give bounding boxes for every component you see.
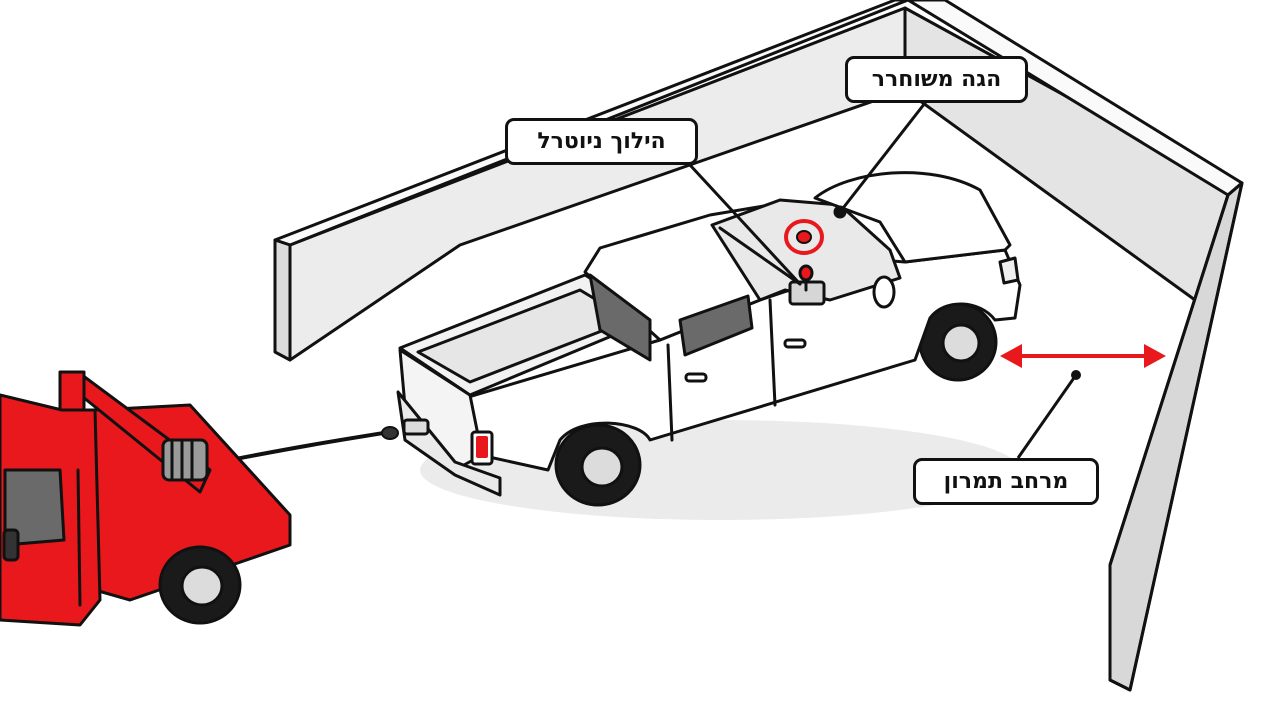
cable-hook bbox=[381, 426, 399, 440]
pickup-hood bbox=[813, 171, 1012, 264]
arrow-head-right bbox=[1144, 344, 1166, 368]
leader-lines bbox=[688, 101, 927, 286]
tow-cab-door bbox=[76, 468, 82, 607]
tow-mirror bbox=[2, 528, 20, 562]
pickup-door-handle-2 bbox=[684, 372, 708, 383]
steering-callout: הגה משוחרר bbox=[845, 56, 1028, 103]
pickup-front-hub bbox=[941, 323, 981, 363]
pickup-bumper bbox=[396, 390, 502, 497]
pickup-interior bbox=[710, 198, 902, 302]
pickup-side-window bbox=[588, 273, 652, 362]
garage-walls bbox=[273, 0, 1244, 692]
tow-hitch bbox=[402, 418, 430, 436]
pickup-taillight-red bbox=[476, 436, 488, 458]
steering-wheel-hub bbox=[796, 230, 812, 244]
tow-winch bbox=[161, 438, 209, 482]
pickup-rear-window bbox=[678, 294, 754, 357]
tow-rear-hub bbox=[180, 565, 224, 607]
neutral-callout: הילוך ניוטרל bbox=[505, 118, 698, 165]
back-wall-end bbox=[273, 238, 292, 362]
pickup-headlight bbox=[998, 256, 1020, 285]
pickup-truck bbox=[396, 171, 1022, 507]
neutral-leader-tail bbox=[718, 226, 802, 286]
steering-leader bbox=[838, 101, 927, 214]
clearance-callout: מרחב תמרון bbox=[913, 458, 1099, 505]
front-wall-face bbox=[1108, 181, 1244, 692]
steering-dot bbox=[833, 205, 847, 219]
gear-shifter-icon bbox=[798, 264, 814, 282]
pickup-door-line-2 bbox=[666, 343, 674, 442]
pickup-rear-hub bbox=[580, 446, 624, 488]
pickup-door-line bbox=[768, 298, 777, 407]
arrow-head-left bbox=[1000, 344, 1022, 368]
pickup-door-handle bbox=[783, 338, 807, 349]
tow-truck bbox=[0, 370, 292, 627]
neutral-leader bbox=[688, 163, 802, 286]
steering-wheel-icon bbox=[784, 219, 824, 255]
pickup-mirror bbox=[872, 275, 896, 309]
clearance-indicator bbox=[1000, 344, 1166, 459]
clearance-leader bbox=[1016, 374, 1078, 459]
tow-cab-window bbox=[3, 468, 66, 547]
